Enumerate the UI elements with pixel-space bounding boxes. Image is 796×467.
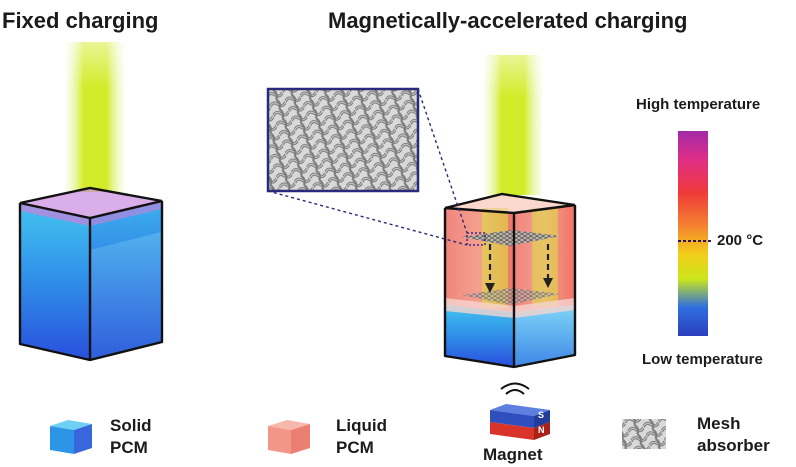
solid-pcm-icon <box>50 420 92 454</box>
mesh-zoom-marker <box>466 232 486 246</box>
magnet-pole-n: N <box>538 425 545 435</box>
solid-pcm-bottom-left <box>445 305 514 367</box>
legend-solid-pcm: Solid PCM <box>110 416 152 457</box>
legend-magnet: Magnet <box>483 445 543 464</box>
magnet-icon <box>490 382 550 440</box>
liquid-pcm-icon <box>268 420 310 454</box>
magnetic-charging-title: Magnetically-accelerated charging <box>328 8 688 33</box>
temperature-scale <box>678 131 712 336</box>
magnet-pole-s: S <box>538 410 545 420</box>
mesh-zoom-inset <box>266 87 420 193</box>
solid-pcm-bottom-right <box>514 305 575 367</box>
legend-mesh-absorber: Mesh absorber <box>697 414 770 455</box>
high-temperature-label: High temperature <box>636 96 761 113</box>
mesh-absorber-layer <box>462 230 560 246</box>
legend-liquid-pcm: Liquid PCM <box>336 416 387 457</box>
solid-pcm-block-left-face <box>20 203 90 360</box>
temperature-color-bar <box>678 131 708 336</box>
magnetic-charging-column <box>266 55 577 369</box>
fixed-charging-title: Fixed charging <box>2 8 159 33</box>
low-temperature-label: Low temperature <box>642 351 763 368</box>
mesh-absorber-icon <box>622 419 666 449</box>
fixed-charging-column <box>18 42 164 362</box>
temperature-mark-label: 200 °C <box>717 232 764 249</box>
